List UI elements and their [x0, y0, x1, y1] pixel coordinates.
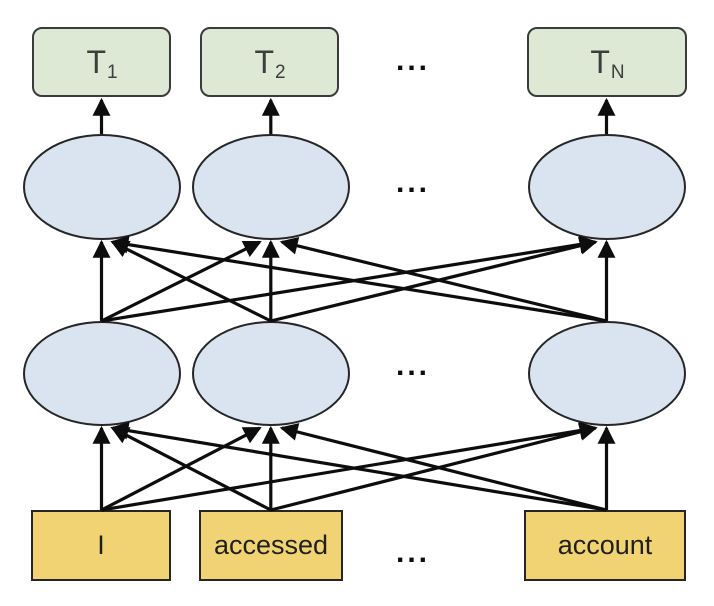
hidden-unit-upper-1	[23, 134, 181, 240]
hidden-unit-lower-n	[528, 321, 686, 426]
output-label-base: T	[590, 44, 610, 80]
connection-arrow	[270, 423, 598, 512]
output-label-base: T	[86, 44, 106, 80]
connection-arrow	[101, 421, 598, 512]
connection-arrow	[110, 421, 607, 512]
input-word-label: I	[97, 530, 105, 560]
connection-arrow	[279, 423, 607, 512]
ellipsis-dots-upper-hidden-row: ...	[395, 166, 430, 199]
connection-arrow	[101, 235, 598, 323]
output-label-base: T	[254, 44, 274, 80]
connection-arrow	[270, 237, 598, 323]
connection-arrow	[110, 426, 272, 512]
ellipsis-dots-input-row: ...	[395, 536, 430, 569]
input-box-word-1: I	[31, 510, 171, 581]
connection-arrow	[100, 426, 262, 512]
connection-arrow	[279, 237, 607, 323]
hidden-unit-upper-n	[528, 134, 686, 240]
hidden-unit-lower-2	[192, 321, 350, 426]
connection-arrow	[100, 240, 262, 323]
hidden-unit-upper-2	[192, 134, 350, 240]
output-label-subscript: N	[610, 61, 625, 83]
input-box-word-2: accessed	[199, 510, 343, 581]
output-label-subscript: 1	[106, 61, 118, 83]
input-box-word-n: account	[524, 510, 686, 581]
ellipsis-dots-lower-hidden-row: ...	[395, 349, 430, 382]
input-word-label: accessed	[213, 530, 329, 560]
connection-arrow	[110, 235, 607, 323]
ellipsis-dots-output-row: ...	[395, 44, 430, 77]
output-label-subscript: 2	[274, 61, 286, 83]
connection-arrow	[110, 240, 272, 323]
hidden-unit-lower-1	[23, 321, 181, 426]
input-word-label: account	[557, 530, 653, 560]
